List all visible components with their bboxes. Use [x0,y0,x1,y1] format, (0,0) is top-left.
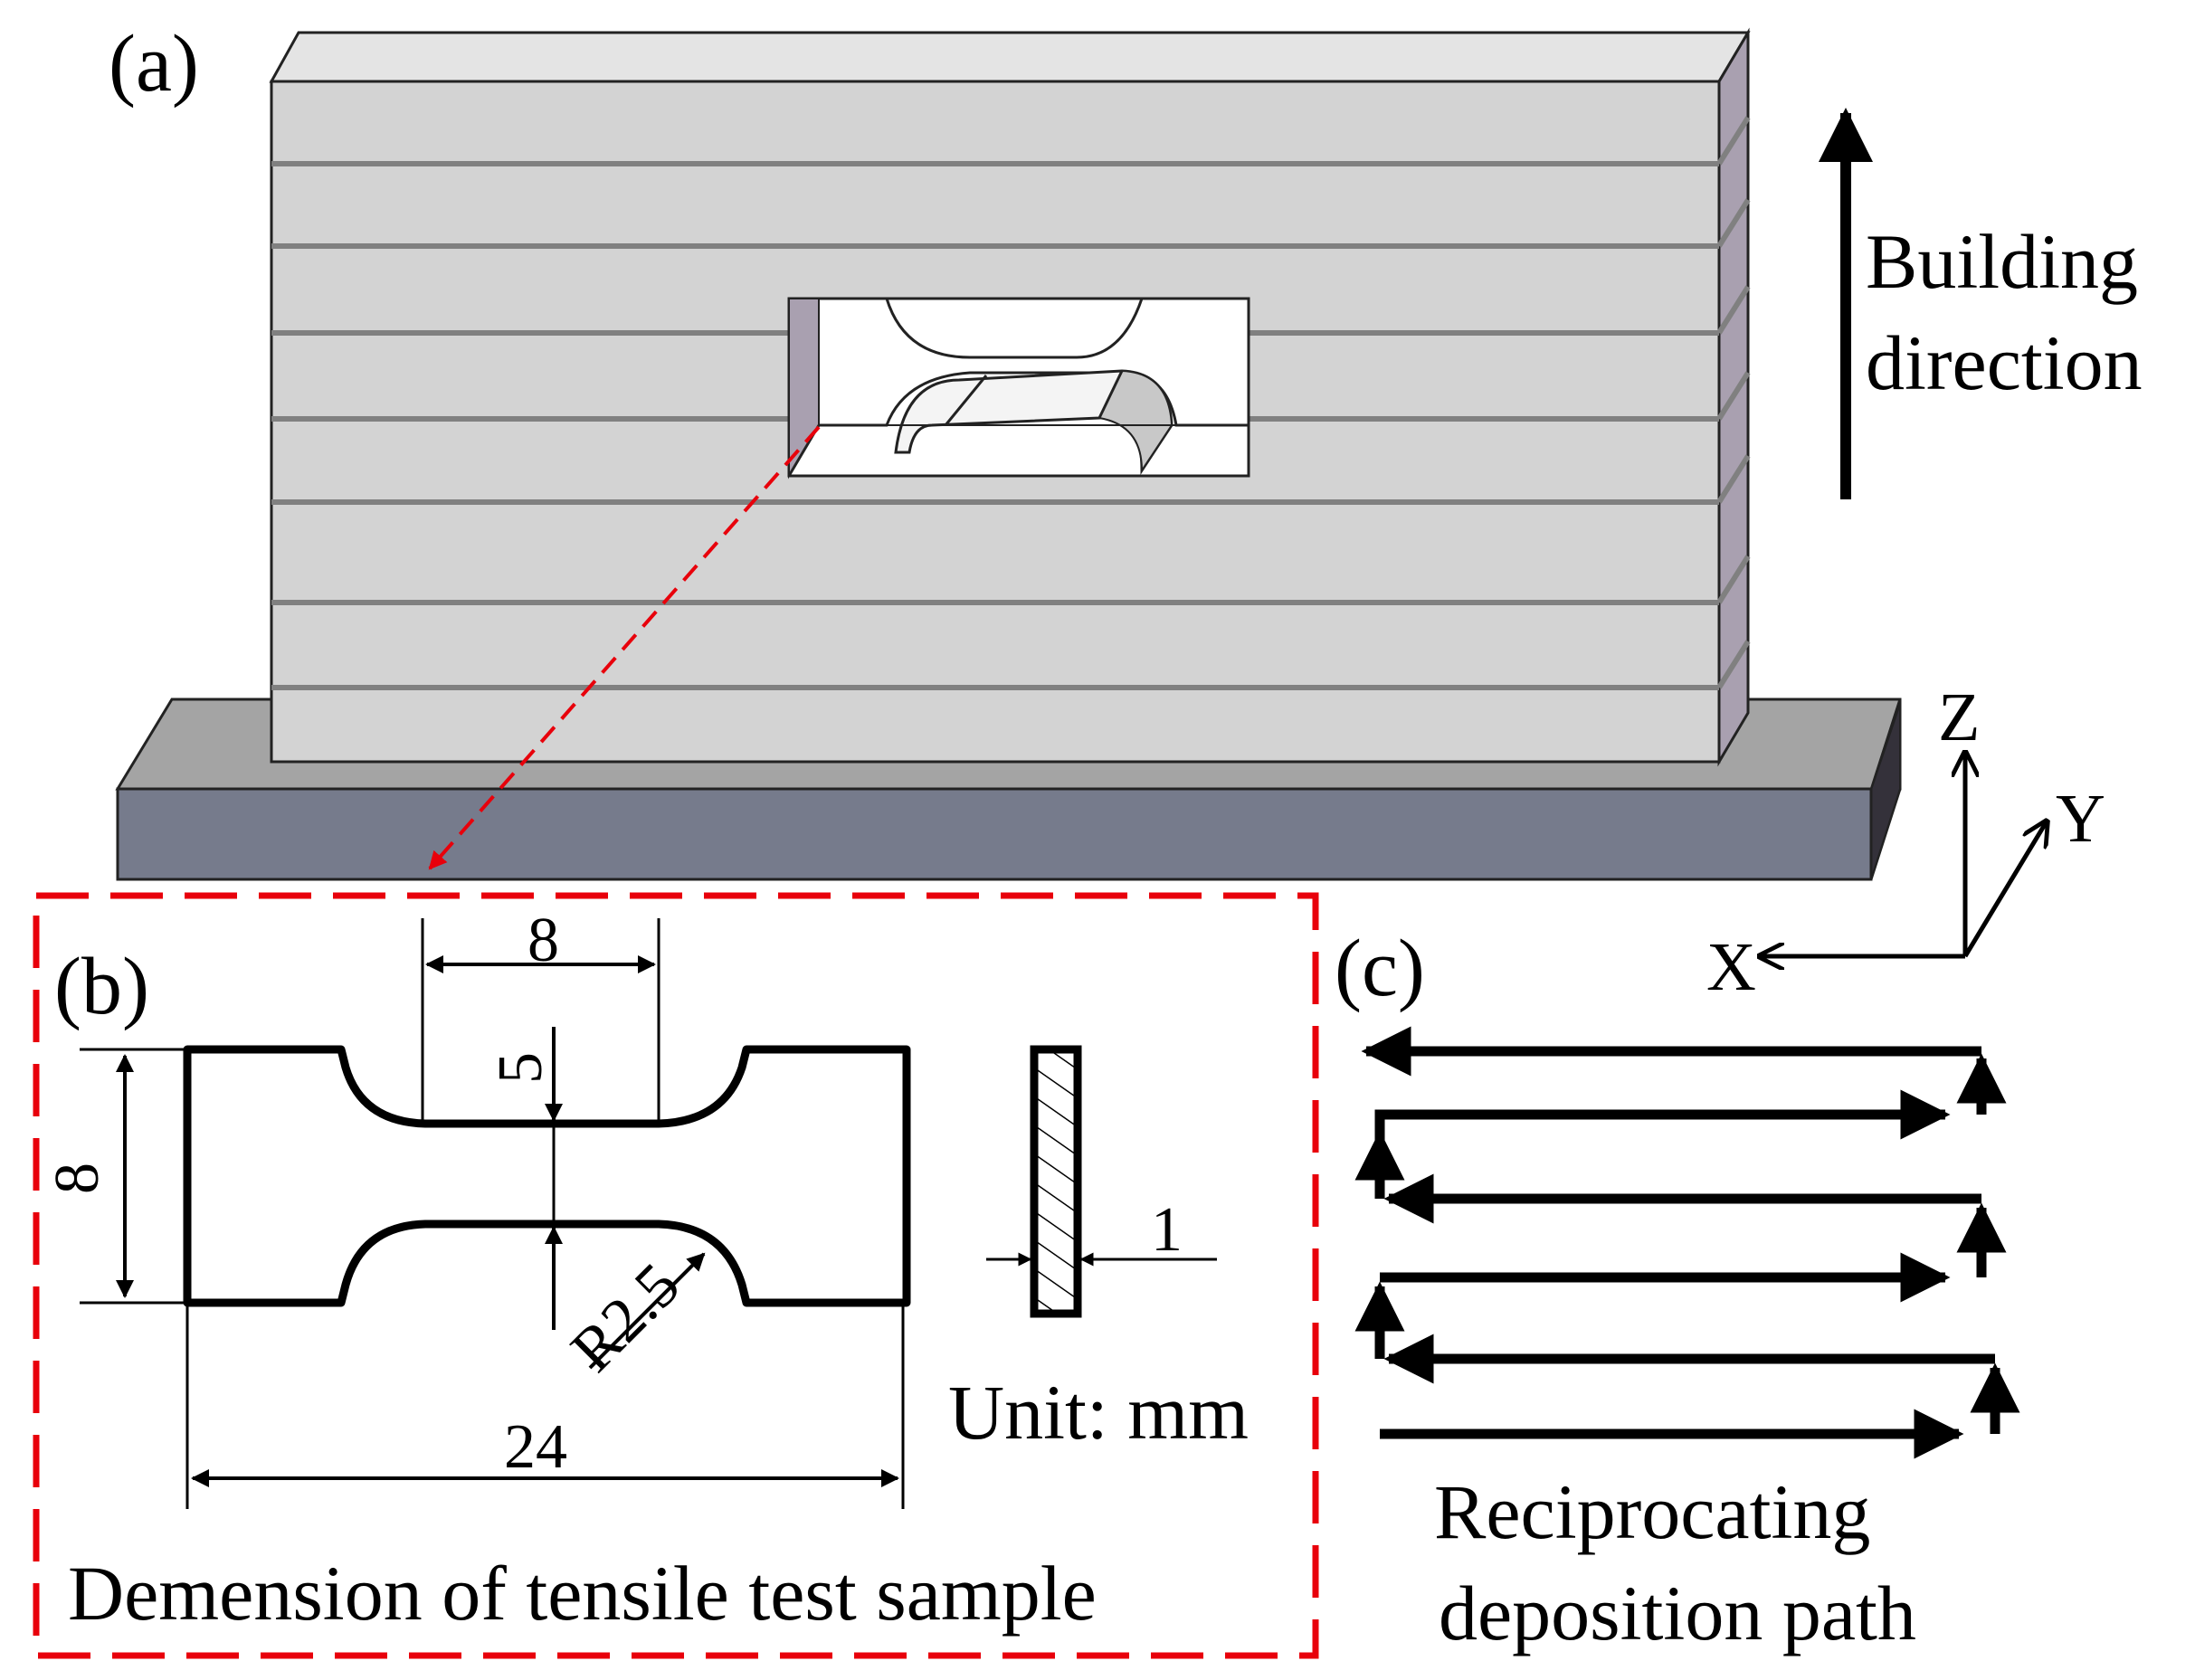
gauge-width-dimension: 5 [486,1027,563,1330]
panel-a-label: (a) [109,19,199,109]
coordinate-axes: Z Y X [1706,679,2105,1005]
tensile-specimen-outline [183,1045,911,1307]
x-axis-label: X [1706,929,1756,1005]
y-axis-arrow [1962,821,2047,958]
leader-dashed-arrow [428,425,821,870]
dim-grip-width-label: 8 [43,1163,112,1194]
dim-gauge-width-label: 5 [486,1052,556,1084]
grip-width-dimension: 8 [43,1048,190,1305]
panel-c-label: (c) [1335,924,1425,1013]
cavity-fillet-shade [1098,369,1174,474]
cavity-edge-a [944,375,988,426]
path-pass-2 [1374,1089,1951,1178]
cavity-edge-b [1098,370,1124,419]
panel-a: (a) [109,19,2143,1005]
gauge-length-dimension: 8 [421,906,660,1124]
dim-gauge-length-label: 8 [527,906,559,975]
cross-section-hatched [1030,1045,1082,1318]
panel-b-label: (b) [54,942,149,1031]
building-direction-text-line1: Building [1866,218,2138,305]
wall-top-face [269,31,1751,83]
panel-b-caption: Demension of tensile test sample [68,1550,1097,1637]
panel-b-dashed-border [33,892,1319,1659]
building-direction-text-line2: direction [1866,319,2143,406]
base-front-face [116,787,1873,881]
fillet-radius-dimension: R2.5 [558,1250,706,1385]
panel-c-caption-line2: deposition path [1439,1570,1916,1656]
dim-total-length-label: 24 [504,1412,567,1482]
reciprocating-path [1354,1026,2020,1459]
panel-b: (b) 8 5 8 R2.5 [33,892,1319,1659]
panel-c: (c) Reciprocating deposition path [1335,924,2020,1656]
z-axis-label: Z [1938,679,1980,755]
unit-label: Unit: mm [948,1369,1249,1456]
y-axis-label: Y [2056,781,2105,857]
cross-section: 1 [986,1045,1217,1318]
panel-c-caption-line1: Reciprocating [1434,1468,1870,1555]
deposited-wall [269,27,1751,767]
sample-cavity [787,297,1250,479]
total-length-dimension: 24 [185,1303,905,1509]
dim-radius-label: R2.5 [558,1250,693,1385]
dim-thickness-label: 1 [1151,1195,1183,1265]
cavity-sample-outline [819,297,1249,427]
